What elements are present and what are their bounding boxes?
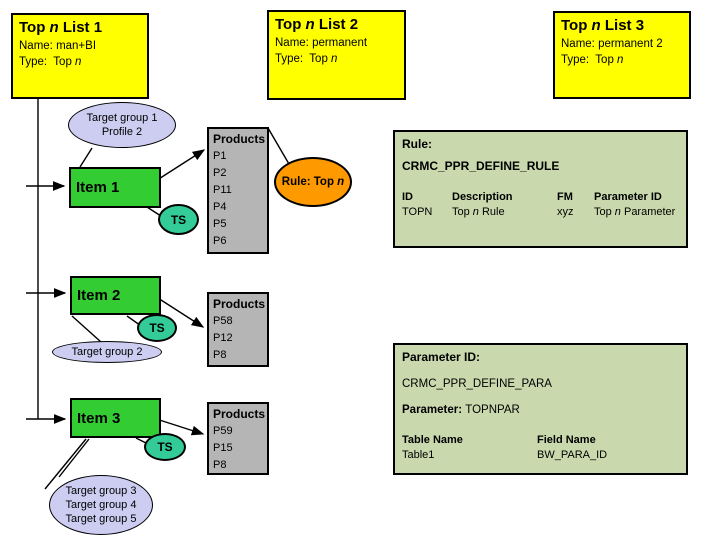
rule-box-title: Rule: [402,137,432,151]
product-item: P4 [213,201,227,213]
list-2-title: Top n List 2 [275,16,359,33]
product-item: P15 [213,442,233,454]
param-col-table-name: Table Name [402,434,463,446]
product-item: P6 [213,235,227,247]
rule-info-box: Rule: CRMC_PPR_DEFINE_RULE ID Descriptio… [393,130,688,248]
parameter-info-box: Parameter ID: CRMC_PPR_DEFINE_PARA Param… [393,343,688,475]
products-1-box: Products P1 P2 P11 P4 P5 P6 [207,127,269,254]
param-row-field-value: BW_PARA_ID [537,449,608,461]
top-n-list-2-box: Top n List 2 Name: permanent Type: Top n [267,10,406,100]
rule-col-fm: FM [557,191,573,203]
tg3-line2: Target group 4 [65,498,137,511]
products-3-header: Products [213,407,266,421]
products-3-box: Products P59 P15 P8 [207,402,269,475]
ts-2-ellipse: TS [137,314,177,342]
ts-3-ellipse: TS [144,433,186,461]
rule-row-parameter: Top n Parameter [594,206,676,218]
products-1-header: Products [213,132,266,146]
item-2-box: Item 2 [70,276,161,315]
param-table: Table Name Field Name Table1 BW_PARA_ID [402,434,682,461]
rule-col-description: Description [452,191,513,203]
tg3-line3: Target group 5 [65,513,137,526]
tg3-line1: Target group 3 [65,484,137,497]
products-2-header: Products [213,297,266,311]
rule-col-id: ID [402,191,413,203]
tg1-line1: Target group 1 [86,111,158,124]
list-2-name: Name: permanent [275,37,368,49]
target-group-2-ellipse: Target group 2 [52,341,162,363]
list-3-type: Type: Top n [561,53,624,66]
list-1-title: Top n List 1 [19,19,103,36]
product-item: P11 [213,184,232,196]
target-group-345-ellipse: Target group 3 Target group 4 Target gro… [49,475,153,535]
param-row-table-value: Table1 [402,449,435,461]
product-item: P58 [213,315,233,327]
item-1-box: Item 1 [69,167,161,208]
list-2-type: Type: Top n [275,52,338,65]
top-n-list-1-box: Top n List 1 Name: man+BI Type: Top n [11,13,149,99]
rule-top-n-ellipse: Rule: Top n [274,157,352,207]
list-1-type: Type: Top n [19,55,82,68]
rule-row-description: Top n Rule [452,206,505,218]
list-1-name: Name: man+BI [19,40,97,52]
rule-row-fm: xyz [557,206,574,218]
line-item3-tg345-b [58,438,90,478]
product-item: P1 [213,150,227,162]
list-3-name: Name: permanent 2 [561,38,663,50]
product-item: P59 [213,425,233,437]
product-item: P5 [213,218,227,230]
rule-table: ID Description FM Parameter ID TOPN Top … [402,191,682,218]
tg2-line1: Target group 2 [71,345,143,358]
line-products-ruleellipse [267,127,290,165]
line-tg1-item1 [79,147,93,168]
top-n-list-3-box: Top n List 3 Name: permanent 2 Type: Top… [553,11,691,99]
item-3-box: Item 3 [70,398,161,438]
product-item: P8 [213,349,227,361]
tg1-line2: Profile 2 [101,126,143,138]
param-box-parameter-line: Parameter: TOPNPAR [402,404,520,416]
rule-col-parameter-id: Parameter ID [594,191,662,203]
line-item2-tg2 [71,315,102,343]
rule-row-id: TOPN [402,206,433,218]
target-group-1-ellipse: Target group 1 Profile 2 [68,102,176,148]
product-item: P12 [213,332,233,344]
list-3-title: Top n List 3 [561,17,645,34]
param-box-code: CRMC_PPR_DEFINE_PARA [402,378,552,390]
product-item: P8 [213,459,227,471]
ts-1-ellipse: TS [158,204,199,235]
rule-box-code: CRMC_PPR_DEFINE_RULE [402,159,560,173]
param-box-title: Parameter ID: [402,350,481,364]
product-item: P2 [213,167,227,179]
products-2-box: Products P58 P12 P8 [207,292,269,367]
param-col-field-name: Field Name [537,434,596,446]
